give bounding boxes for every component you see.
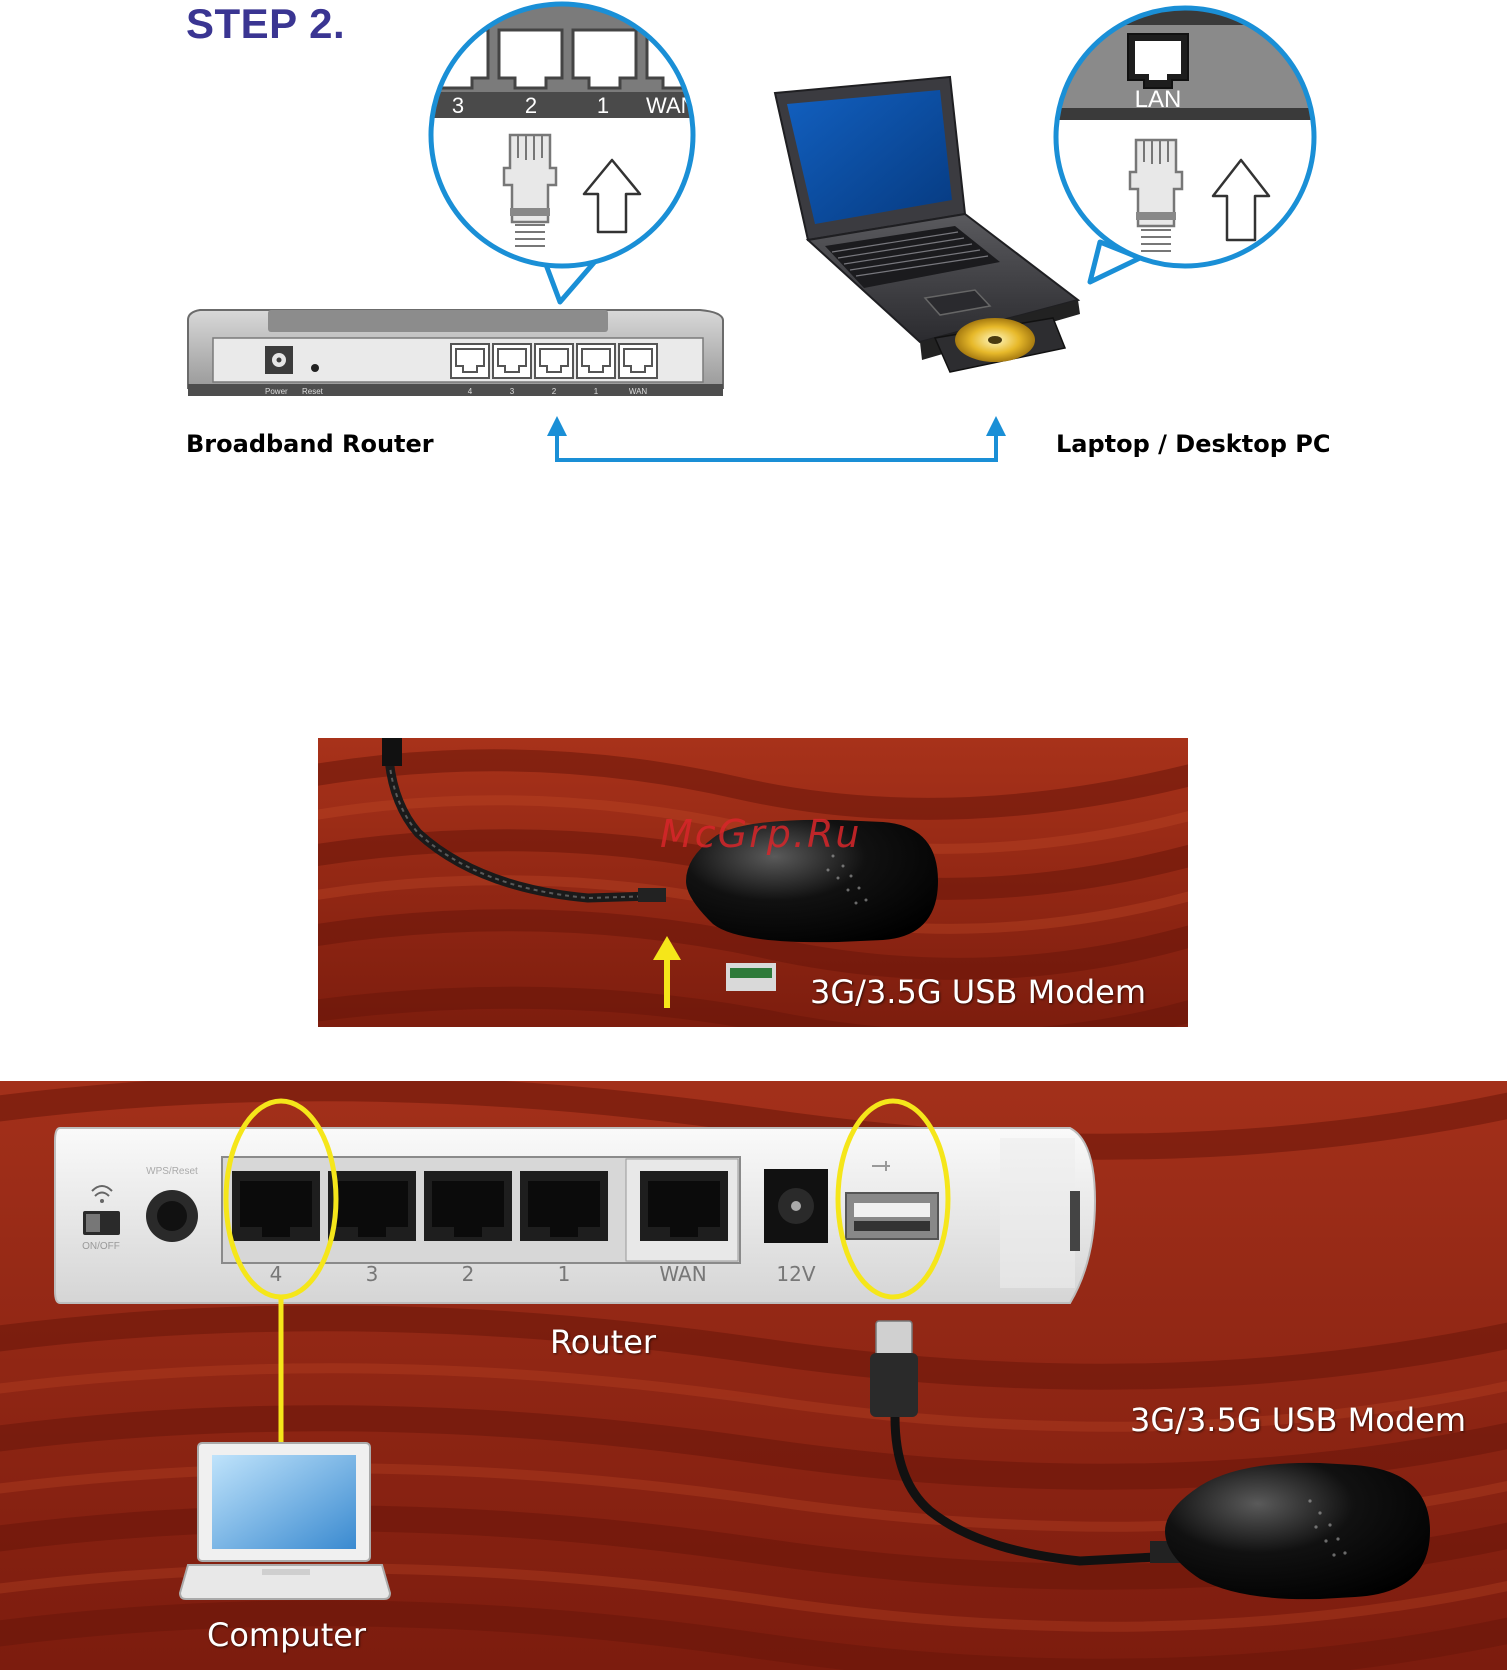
laptop-desktop-caption: Laptop / Desktop PC: [1056, 430, 1330, 458]
router-port-label: WAN: [629, 387, 648, 396]
modem-label: 3G/3.5G USB Modem: [810, 973, 1146, 1011]
usb-modem-photo: 3G/3.5G USB Modem: [318, 738, 1188, 1027]
router-port-label: 2: [552, 387, 557, 396]
reset-hole-icon: [311, 364, 319, 372]
callout-port-label: 2: [525, 93, 537, 118]
switch-label: ON/OFF: [82, 1241, 120, 1252]
callout-port-label: 1: [597, 93, 609, 118]
laptop-illustration: [775, 77, 1080, 372]
router-port-label: WAN: [659, 1262, 706, 1286]
router-setup-photo: ON/OFF WPS/Reset: [0, 1081, 1507, 1670]
router-port-label: 3: [366, 1262, 379, 1286]
callout-port-label: 3: [452, 93, 464, 118]
router-port-label: 1: [594, 387, 599, 396]
router-ethernet-ports: [451, 344, 657, 378]
router-port-label: 1: [558, 1262, 571, 1286]
router-power-label: Power: [265, 387, 288, 396]
router-port-label: 12V: [776, 1262, 815, 1286]
computer-laptop-icon: [180, 1443, 390, 1599]
arrow-up-icon: [547, 416, 567, 436]
arrow-up-icon: [986, 416, 1006, 436]
router-wan-port: [640, 1171, 728, 1241]
computer-label: Computer: [207, 1616, 367, 1654]
broadband-router-caption: Broadband Router: [186, 430, 434, 458]
lan-port-label: LAN: [1135, 86, 1182, 113]
wps-label: WPS/Reset: [146, 1166, 198, 1177]
pc-lan-port-callout: LAN: [1050, 0, 1340, 282]
dc-power-jack-icon: [764, 1169, 828, 1243]
router-port-label: 2: [462, 1262, 475, 1286]
router-reset-label: Reset: [302, 387, 324, 396]
modem-label: 3G/3.5G USB Modem: [1130, 1401, 1466, 1439]
router-label: Router: [550, 1323, 657, 1361]
connection-line: [557, 436, 996, 460]
router-port-label: 4: [468, 387, 473, 396]
watermark: McGrp.Ru: [660, 812, 861, 856]
router-port-label: 3: [510, 387, 515, 396]
usb-modem-device: [1165, 1463, 1430, 1599]
router-port-label: 4: [270, 1262, 283, 1286]
power-jack-icon: [265, 346, 293, 374]
usb-cable-plug: [638, 888, 666, 902]
router-port-callout: 3 2 1 WAN: [420, 0, 710, 302]
broadband-router-illustration: Power Reset 4 3 2 1 WAN: [188, 310, 723, 396]
router-device: ON/OFF WPS/Reset: [55, 1128, 1095, 1303]
router-pc-connection-diagram: Power Reset 4 3 2 1 WAN 3 2 1 WAN: [0, 0, 1507, 500]
